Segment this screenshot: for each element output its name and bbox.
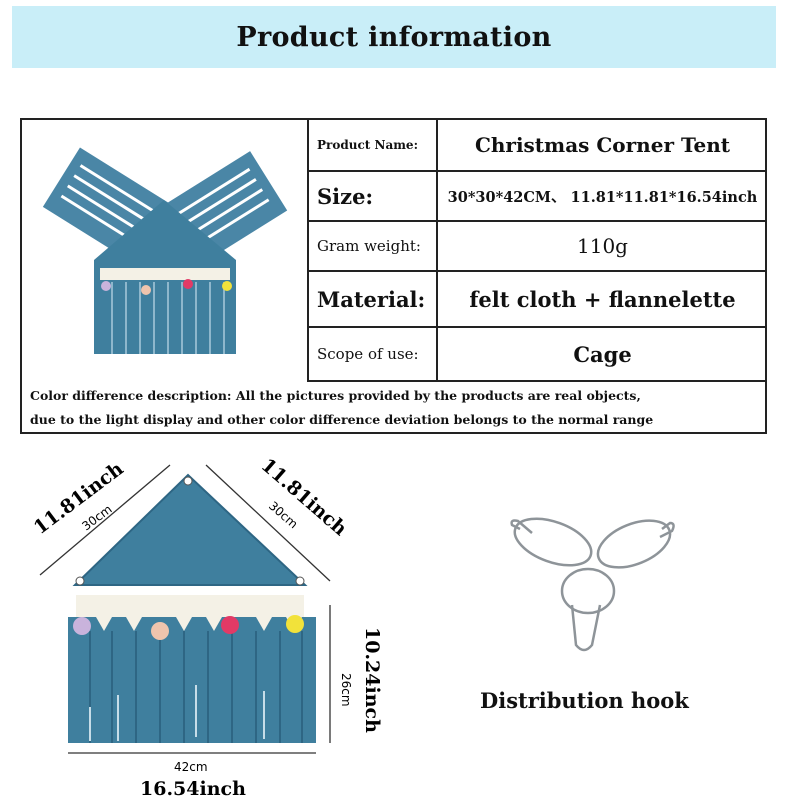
left-dimension-line [39,464,171,576]
label-right-inch: 11.81inch [257,454,352,540]
header-banner: Product information [12,6,776,68]
color-note-line-2: due to the light display and other color… [30,412,654,427]
color-note-line-1: Color difference description: All the pi… [30,388,641,403]
value-product-name: Christmas Corner Tent [474,133,731,157]
row-scope: Scope of use: Cage [309,328,767,382]
right-dimension-line [205,464,331,582]
pompom-peach [151,622,169,640]
value-scope: Cage [573,341,632,367]
label-width-cm: 42cm [174,760,208,774]
label-material: Material: [309,272,438,326]
label-size: Size: [309,172,438,220]
diagram-tent-top [72,473,308,586]
label-gram-weight: Gram weight: [309,222,438,270]
diagram-lace-band [76,595,304,617]
diagram-fringe-panel [68,617,316,743]
hook-icon [510,517,675,652]
pompom-lilac [73,617,91,635]
product-thumbnail [22,120,309,382]
dimension-diagram: 11.81inch 30cm 11.81inch 30cm 10.24inch … [30,454,675,800]
row-product-name: Product Name: Christmas Corner Tent [309,120,767,172]
pompom-yellow [286,615,304,633]
hook-caption: Distribution hook [480,688,689,713]
product-info-table: Product Name: Christmas Corner Tent Size… [20,118,767,434]
lace-trim [100,268,230,280]
value-size: 30*30*42CM、 11.81*11.81*16.54inch [447,188,758,206]
tent-top [94,200,236,260]
page-title: Product information [236,21,552,53]
value-gram-weight: 110g [577,234,628,258]
row-material: Material: felt cloth + flannelette [309,272,767,328]
row-gram-weight: Gram weight: 110g [309,222,767,272]
label-width-inch: 16.54inch [140,778,246,800]
row-size: Size: 30*30*42CM、 11.81*11.81*16.54inch [309,172,767,222]
label-height-inch: 10.24inch [361,627,383,733]
pompom-red [221,616,239,634]
label-left-inch: 11.81inch [30,458,128,539]
tent-thumbnail-image [42,147,288,354]
label-height-cm: 26cm [339,673,353,707]
label-product-name: Product Name: [309,120,438,170]
label-scope: Scope of use: [309,328,438,380]
value-material: felt cloth + flannelette [469,286,736,312]
